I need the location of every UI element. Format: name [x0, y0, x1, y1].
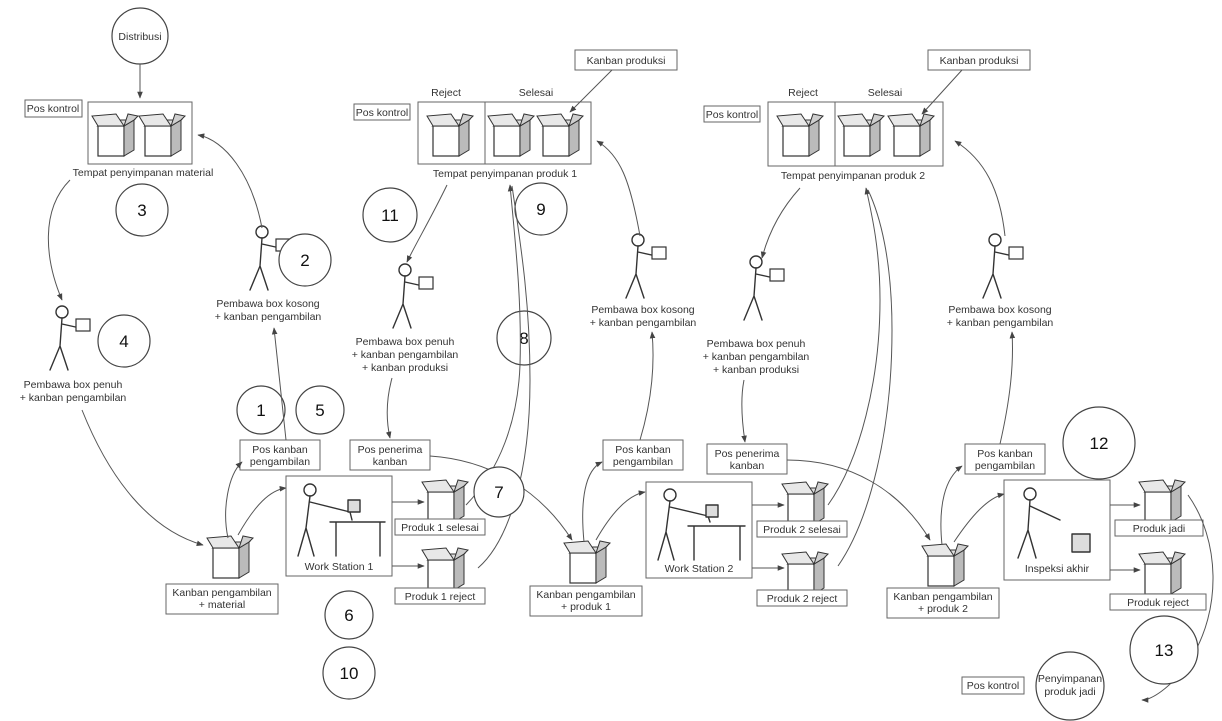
pos-kanban-1-line2: pengambilan [250, 456, 310, 468]
pos-penerima-1-line2: kanban [373, 456, 408, 468]
produk2-selesai-label: Produk 2 selesai [763, 524, 841, 536]
kanban-material-line2: + material [199, 599, 245, 611]
kanban-produk2-line2: + produk 2 [918, 603, 968, 615]
step-9-number: 9 [536, 200, 545, 219]
carrier-full-3-figure [744, 256, 784, 320]
kanban-produk2-line1: Kanban pengambilan [893, 591, 992, 603]
step-10-number: 10 [340, 664, 359, 683]
carrier-full-2-line1: Pembawa box penuh [356, 336, 455, 348]
pos-penerima-2-line2: kanban [730, 460, 765, 472]
step-1-number: 1 [256, 401, 265, 420]
kanban-produksi-label-1: Kanban produksi [587, 55, 666, 67]
carrier-full-3-line3: + kanban produksi [713, 364, 799, 376]
carrier-full-1-line1: Pembawa box penuh [24, 379, 123, 391]
pos-kanban-2-line1: Pos kanban [615, 444, 671, 456]
distribution-label: Distribusi [118, 31, 161, 43]
produk1-selesai-label: Produk 1 selesai [401, 522, 479, 534]
produk-jadi-crate [1139, 480, 1185, 522]
carrier-full-1-line2: + kanban pengambilan [20, 392, 127, 404]
inspeksi-akhir-label: Inspeksi akhir [1025, 563, 1090, 575]
penyimpanan-jadi-line2: produk jadi [1044, 686, 1095, 698]
step-4-number: 4 [119, 332, 128, 351]
produk1-reject-crate [422, 548, 468, 590]
ws2-label: Work Station 2 [665, 563, 734, 575]
carrier-empty-3-figure [983, 234, 1023, 298]
selesai-header-2: Selesai [868, 87, 902, 99]
kanban-produksi-label-2: Kanban produksi [940, 55, 1019, 67]
pos-penerima-1-line1: Pos penerima [358, 444, 423, 456]
carrier-empty-2-line2: + kanban pengambilan [590, 317, 697, 329]
produk2-reject-label: Produk 2 reject [767, 593, 838, 605]
prod2-storage-label: Tempat penyimpanan produk 2 [781, 170, 925, 182]
kanban-produk1-line2: + produk 1 [561, 601, 611, 613]
produk1-reject-label: Produk 1 reject [405, 591, 476, 603]
carrier-full-3-line1: Pembawa box penuh [707, 338, 806, 350]
produk2-crate [922, 544, 968, 586]
reject-header-1: Reject [431, 87, 461, 99]
step-11-number: 11 [381, 206, 399, 225]
carrier-empty-2-figure [626, 234, 666, 298]
carrier-full-3-line2: + kanban pengambilan [703, 351, 810, 363]
pos-kanban-3-line1: Pos kanban [977, 448, 1033, 460]
produk2-selesai-crate [782, 482, 828, 524]
step-12-number: 12 [1090, 434, 1109, 453]
kanban-produk1-line1: Kanban pengambilan [536, 589, 635, 601]
produk-reject-crate [1139, 552, 1185, 594]
carrier-empty-1-line1: Pembawa box kosong [216, 298, 319, 310]
reject-header-2: Reject [788, 87, 818, 99]
pos-kontrol-label-1: Pos kontrol [27, 103, 80, 115]
carrier-full-2-line3: + kanban produksi [362, 362, 448, 374]
pos-kontrol-label-3: Pos kontrol [706, 109, 759, 121]
pos-kanban-1-line1: Pos kanban [252, 444, 308, 456]
pos-penerima-2-line1: Pos penerima [715, 448, 780, 460]
produk-reject-label: Produk reject [1127, 597, 1189, 609]
pos-kontrol-label-4: Pos kontrol [967, 680, 1020, 692]
produk1-selesai-crate [422, 480, 468, 522]
step-2-number: 2 [300, 251, 309, 270]
produk1-crate [564, 541, 610, 583]
material-storage-label: Tempat penyimpanan material [73, 167, 214, 179]
pos-kontrol-label-2: Pos kontrol [356, 107, 409, 119]
step-7-number: 7 [494, 483, 503, 502]
step-6-number: 6 [344, 606, 353, 625]
produk-jadi-label: Produk jadi [1133, 523, 1186, 535]
pos-kanban-3-line2: pengambilan [975, 460, 1035, 472]
penyimpanan-jadi-line1: Penyimpanan [1038, 673, 1102, 685]
ws1-label: Work Station 1 [305, 561, 374, 573]
step-3-number: 3 [137, 201, 146, 220]
carrier-empty-2-line1: Pembawa box kosong [591, 304, 694, 316]
carrier-full-2-figure [393, 264, 433, 328]
carrier-empty-1-line2: + kanban pengambilan [215, 311, 322, 323]
step-13-number: 13 [1155, 641, 1174, 660]
carrier-empty-3-line1: Pembawa box kosong [948, 304, 1051, 316]
produk2-reject-crate [782, 552, 828, 594]
carrier-empty-3-line2: + kanban pengambilan [947, 317, 1054, 329]
step-5-number: 5 [315, 401, 324, 420]
pos-kanban-2-line2: pengambilan [613, 456, 673, 468]
selesai-header-1: Selesai [519, 87, 553, 99]
carrier-full-2-line2: + kanban pengambilan [352, 349, 459, 361]
kanban-material-line1: Kanban pengambilan [172, 587, 271, 599]
material-crate [207, 536, 253, 578]
carrier-full-1-figure [50, 306, 90, 370]
prod1-storage-label: Tempat penyimpanan produk 1 [433, 168, 577, 180]
